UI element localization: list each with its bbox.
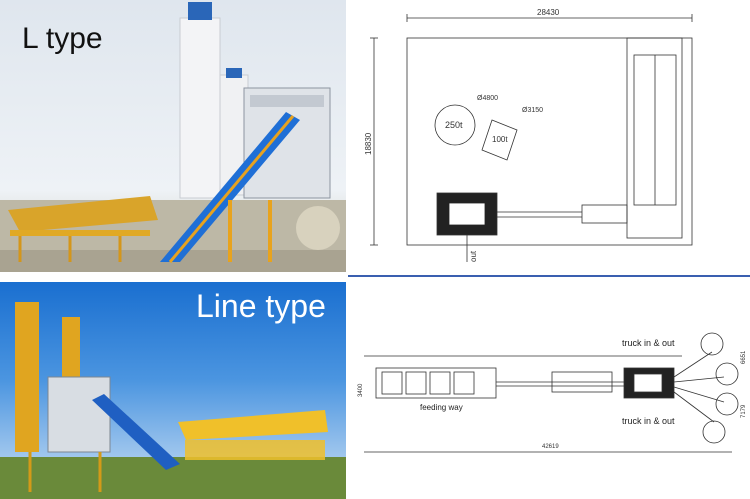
l-dia2-label: Ø3150 bbox=[522, 107, 543, 114]
truck-bottom-label: truck in & out bbox=[622, 416, 675, 426]
l-out-label: out bbox=[469, 250, 478, 262]
line-type-plant-illustration bbox=[0, 302, 346, 499]
line-type-photo: Line type bbox=[0, 282, 346, 499]
right-dim-1: 6651 bbox=[741, 350, 747, 364]
l-silo-label: 250t bbox=[445, 120, 463, 130]
line-type-layout-drawing: 3400 truck in & out truck in & out feedi… bbox=[352, 282, 750, 499]
truck-top-label: truck in & out bbox=[622, 338, 675, 348]
l-type-photo: L type bbox=[0, 0, 346, 272]
feeding-way-label: feeding way bbox=[420, 403, 463, 412]
right-dim-2: 7179 bbox=[741, 404, 747, 418]
l-type-drawing-svg: 28430 18830 loading 250t Ø4800 100t Ø315… bbox=[364, 8, 693, 262]
section-divider bbox=[348, 275, 750, 277]
total-dim: 42619 bbox=[542, 444, 559, 450]
line-type-title: Line type bbox=[196, 288, 326, 324]
l-dia1-label: Ø4800 bbox=[477, 95, 498, 102]
l-height-dim: 18830 bbox=[364, 132, 373, 155]
l-type-title: L type bbox=[22, 22, 103, 55]
l-type-layout-drawing: 28430 18830 loading 250t Ø4800 100t Ø315… bbox=[352, 0, 750, 272]
left-dim: 3400 bbox=[358, 383, 364, 397]
l-width-dim: 28430 bbox=[537, 8, 560, 17]
line-type-drawing-svg: 3400 truck in & out truck in & out feedi… bbox=[358, 332, 747, 453]
l-type-plant-illustration bbox=[0, 2, 346, 272]
l-box-label: 100t bbox=[492, 135, 508, 144]
